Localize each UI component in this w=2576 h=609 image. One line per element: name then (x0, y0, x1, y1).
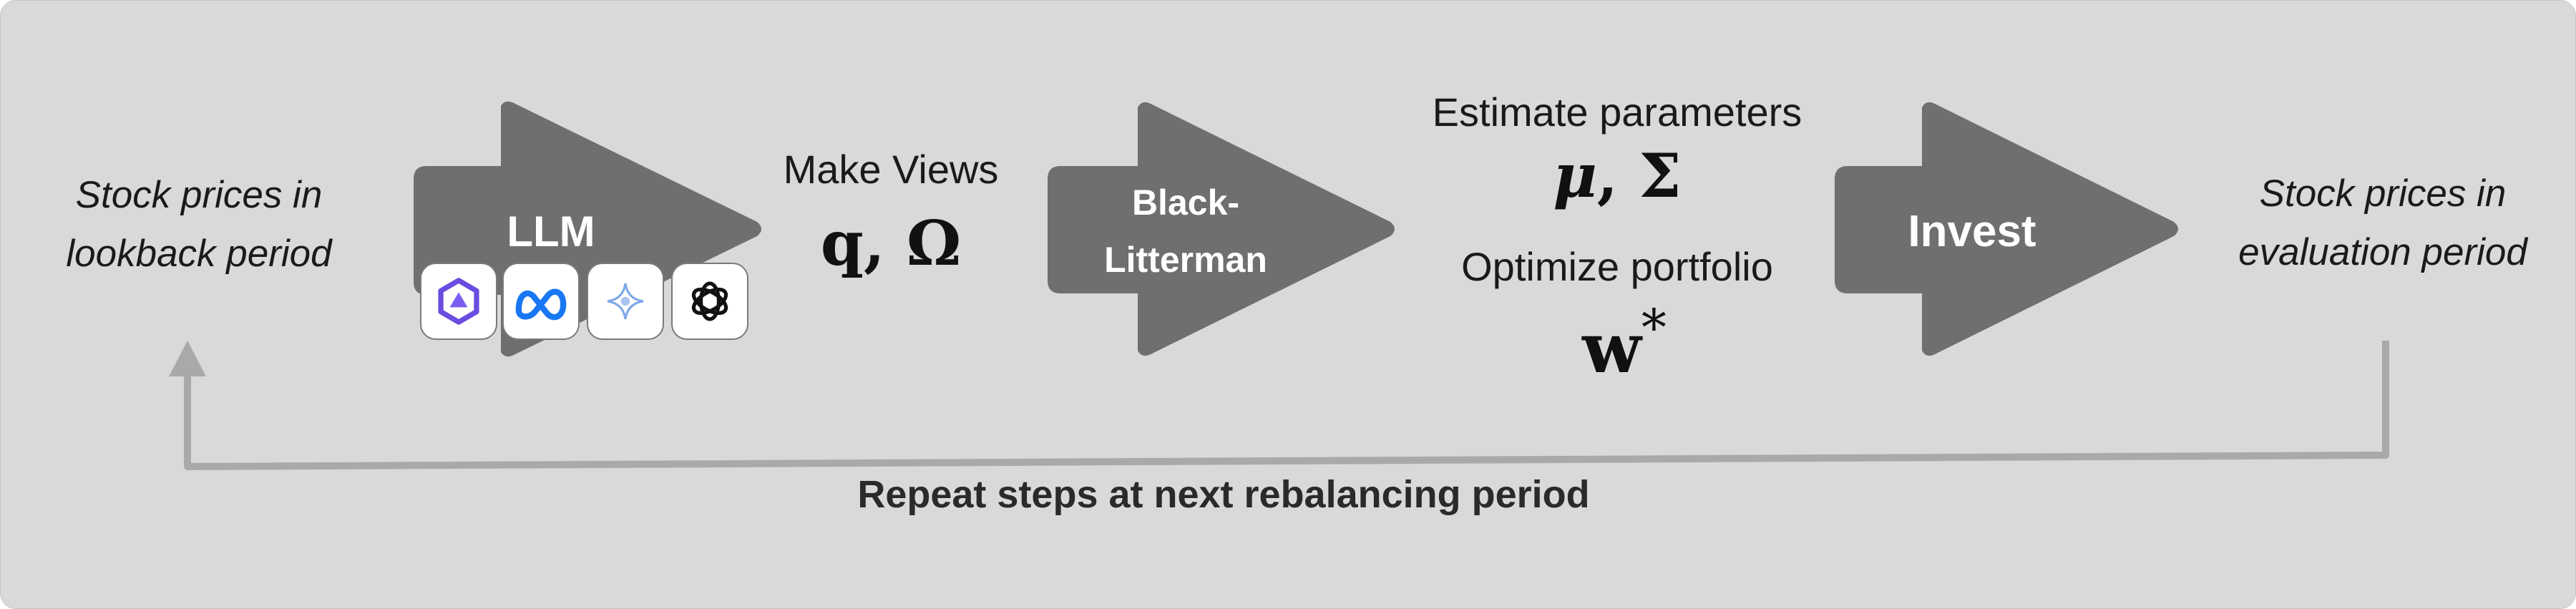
openai-icon (691, 281, 728, 321)
black-litterman-label-line2: Litterman (1104, 240, 1267, 280)
output-label-line1: Stock prices in (2259, 172, 2507, 215)
math-comma: , (1596, 140, 1619, 211)
input-label-line1: Stock prices in (75, 174, 323, 216)
input-label-line2: lookback period (66, 233, 332, 275)
output-label-line2: evaluation period (2238, 231, 2527, 273)
math-star: * (1641, 298, 1667, 357)
math-w: w (1582, 308, 1641, 389)
invest-arrow: Invest (1835, 102, 2178, 356)
optimize-portfolio-caption: Optimize portfolio (1461, 244, 1773, 289)
output-label: Stock prices in evaluation period (2211, 165, 2555, 282)
rebalancing-loop (169, 341, 2389, 470)
gemma-logo-tile (587, 263, 664, 340)
math-mu: μ (1553, 140, 1597, 211)
gemma-icon (607, 283, 644, 320)
math-omega: Ω (906, 208, 962, 280)
meta-icon (515, 288, 567, 321)
math-sigma: Σ (1639, 140, 1682, 211)
math-q: q (820, 208, 864, 280)
parameters-math: μ, Σ (1510, 140, 1724, 211)
math-comma: , (863, 208, 885, 280)
meta-logo-tile (502, 263, 580, 340)
qwen-icon (438, 278, 479, 325)
repeat-steps-caption: Repeat steps at next rebalancing period (857, 473, 1590, 516)
llm-arrow: LLM (414, 101, 761, 357)
weights-math: w* (1538, 298, 1710, 389)
black-litterman-arrow: Black- Litterman (1048, 102, 1395, 356)
estimate-parameters-caption: Estimate parameters (1432, 89, 1802, 135)
invest-label: Invest (1908, 207, 2036, 256)
input-label: Stock prices in lookback period (27, 166, 371, 283)
black-litterman-label-line1: Black- (1132, 182, 1239, 223)
qwen-logo-tile (420, 263, 497, 340)
views-math: q, Ω (784, 208, 998, 280)
make-views-caption: Make Views (783, 147, 999, 192)
openai-logo-tile (671, 263, 748, 340)
loop-arrowhead (169, 341, 206, 376)
llm-label: LLM (507, 208, 595, 255)
